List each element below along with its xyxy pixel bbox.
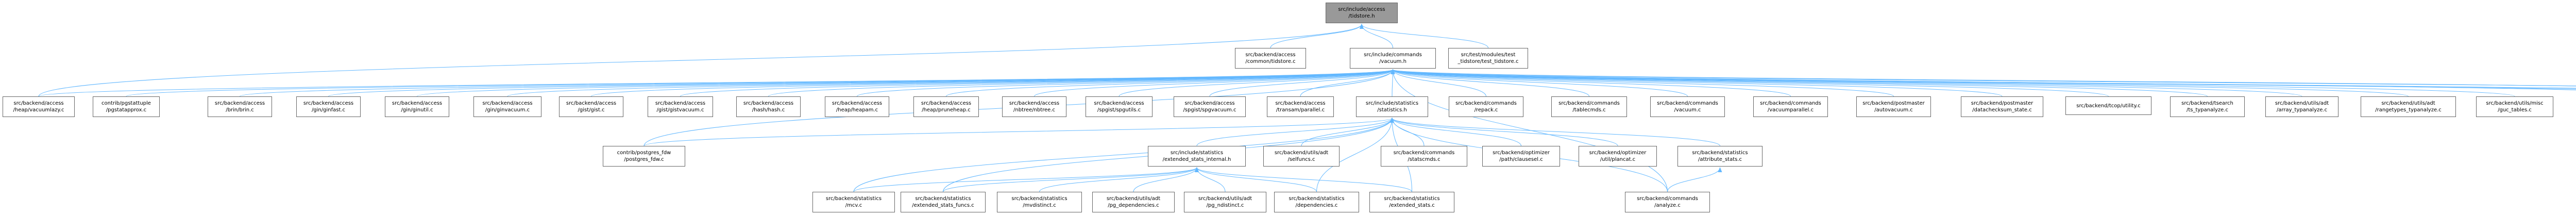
- graph-node-attribute-stats[interactable]: src/backend/statistics /attribute_stats.…: [1677, 146, 1762, 167]
- graph-node-extended-stats-funcs[interactable]: src/backend/statistics /extended_stats_f…: [901, 192, 986, 212]
- edge-extended_stats-to-ext_internal_h: [1195, 167, 1412, 192]
- graph-node-statscmds[interactable]: src/backend/commands /statscmds.c: [1381, 146, 1467, 167]
- edge-blvacuum-to-vacuum_h: [1391, 69, 2576, 89]
- graph-node-ginvacuum[interactable]: src/backend/access /gin/ginvacuum.c: [473, 96, 541, 117]
- edge-pruneheap-to-vacuum_h: [946, 69, 1395, 97]
- graph-node-ginfast[interactable]: src/backend/access /gin/ginfast.c: [296, 96, 361, 117]
- edge-pg_dependencies-to-ext_internal_h: [1133, 167, 1199, 192]
- graph-node-rangetypes-typanalyze[interactable]: src/backend/utils/adt /rangetypes_typana…: [2361, 96, 2456, 117]
- graph-node-pg-dependencies[interactable]: src/backend/utils/adt /pg_dependencies.c: [1092, 192, 1175, 212]
- edge-rangetypes_typanalyze-to-vacuum_h: [1391, 69, 2409, 97]
- graph-node-tidstore-c[interactable]: src/backend/access /common/tidstore.c: [1235, 48, 1306, 69]
- graph-node-pgstatapprox[interactable]: contrib/pgstattuple /pgstatapprox.c: [93, 96, 160, 117]
- graph-node-test-tidstore[interactable]: src/test/modules/test _tidstore/test_tid…: [1448, 48, 1528, 69]
- graph-node-ext-internal-h[interactable]: src/include/statistics /extended_stats_i…: [1148, 146, 1246, 167]
- graph-node-plancat[interactable]: src/backend/optimizer /util/plancat.c: [1579, 146, 1657, 167]
- edge-utility-to-vacuum_h: [1391, 69, 2109, 97]
- edge-mvdistinct-to-ext_internal_h: [1039, 167, 1199, 192]
- edge-hash-to-vacuum_h: [768, 69, 1395, 97]
- graph-node-gist[interactable]: src/backend/access /gist/gist.c: [559, 96, 623, 117]
- edge-file_fdw-to-vacuum_h: [1391, 69, 2576, 87]
- graph-node-vacuumparallel[interactable]: src/backend/commands /vacuumparallel.c: [1753, 96, 1828, 117]
- edge-statistics_h-to-vacuum_h: [1391, 69, 1395, 97]
- graph-node-autovacuum[interactable]: src/backend/postmaster /autovacuum.c: [1856, 96, 1931, 117]
- edge-spgvacuum-to-vacuum_h: [1209, 69, 1395, 97]
- graph-node-postgres-fdw[interactable]: contrib/postgres_fdw /postgres_fdw.c: [603, 146, 685, 167]
- graph-node-vacuum-c[interactable]: src/backend/commands /vacuum.c: [1650, 96, 1725, 117]
- graph-node-nbtree[interactable]: src/backend/access /nbtree/nbtree.c: [1002, 96, 1066, 117]
- edge-vacuum_c-to-vacuum_h: [1391, 69, 1688, 97]
- graph-node-utility[interactable]: src/backend/tcop/utility.c: [2065, 96, 2151, 115]
- edge-autovacuum-to-vacuum_h: [1391, 69, 1894, 97]
- graph-node-guc-tables[interactable]: src/backend/utils/misc /guc_tables.c: [2476, 96, 2553, 117]
- graph-node-spgutils[interactable]: src/backend/access /spgist/spgutils.c: [1086, 96, 1153, 117]
- graph-node-tablecmds[interactable]: src/backend/commands /tablecmds.c: [1551, 96, 1627, 117]
- edge-ts_typanalyze-to-vacuum_h: [1391, 69, 2208, 97]
- edge-clausesel-to-statistics_h: [1390, 118, 1521, 146]
- graph-node-clausesel[interactable]: src/backend/optimizer /path/clausesel.c: [1482, 146, 1560, 167]
- graph-node-array-typanalyze[interactable]: src/backend/utils/adt /array_typanalyze.…: [2265, 96, 2338, 117]
- graph-node-brin[interactable]: src/backend/access /brin/brin.c: [208, 96, 272, 117]
- edge-gist-to-vacuum_h: [591, 69, 1395, 97]
- edge-tidstore_c-to-root: [1270, 24, 1364, 48]
- edge-dependencies-to-ext_internal_h: [1195, 167, 1317, 192]
- graph-node-spgvacuum[interactable]: src/backend/access /spgist/spgvacuum.c: [1174, 96, 1246, 117]
- edge-datachecksum-to-vacuum_h: [1391, 69, 2003, 97]
- edge-heapam-to-vacuum_h: [857, 69, 1395, 97]
- edge-test_custom_types-to-vacuum_h: [1391, 69, 2576, 87]
- graph-node-hash[interactable]: src/backend/access /hash/hash.c: [736, 96, 801, 117]
- graph-node-selfuncs[interactable]: src/backend/utils/adt /selfuncs.c: [1263, 146, 1340, 167]
- edge-mcv-to-ext_internal_h: [853, 167, 1199, 192]
- edge-analyze-to-attribute_stats: [1667, 167, 1722, 192]
- edge-array_typanalyze-to-vacuum_h: [1391, 69, 2302, 97]
- graph-node-parallel[interactable]: src/backend/access /transam/parallel.c: [1267, 96, 1334, 117]
- edge-gistvacuum-to-vacuum_h: [680, 69, 1395, 97]
- edge-attribute_stats-to-statistics_h: [1390, 118, 1720, 146]
- graph-node-gistvacuum[interactable]: src/backend/access /gist/gistvacuum.c: [648, 96, 713, 117]
- edge-ginvacuum-to-vacuum_h: [507, 69, 1395, 97]
- graph-node-statistics-h[interactable]: src/include/statistics /statistics.h: [1356, 96, 1428, 117]
- graph-node-repack[interactable]: src/backend/commands /repack.c: [1449, 96, 1523, 117]
- edge-ext_internal_h-to-statistics_h: [1196, 118, 1394, 146]
- graph-node-vacuumlazy[interactable]: src/backend/access /heap/vacuumlazy.c: [3, 96, 75, 117]
- edge-plancat-to-statistics_h: [1390, 118, 1618, 146]
- graph-node-analyze[interactable]: src/backend/commands /analyze.c: [1625, 192, 1710, 212]
- edge-vacuumparallel-to-vacuum_h: [1391, 69, 1791, 97]
- graph-node-pruneheap[interactable]: src/backend/access /heap/pruneheap.c: [913, 96, 979, 117]
- graph-node-pg-ndistinct[interactable]: src/backend/utils/adt /pg_ndistinct.c: [1184, 192, 1266, 212]
- edge-tablecmds-to-vacuum_h: [1391, 69, 1589, 97]
- edge-nbtree-to-vacuum_h: [1034, 69, 1395, 97]
- edge-parallel-to-vacuum_h: [1300, 69, 1395, 97]
- graph-node-heapam[interactable]: src/backend/access /heap/heapam.c: [825, 96, 889, 117]
- graph-node-mvdistinct[interactable]: src/backend/statistics /mvdistinct.c: [997, 192, 1082, 212]
- graph-node-ginutil[interactable]: src/backend/access /gin/ginutil.c: [385, 96, 449, 117]
- edge-extended_stats_funcs-to-ext_internal_h: [943, 167, 1199, 192]
- edge-test_tidstore-to-root: [1360, 24, 1488, 48]
- graph-node-mcv[interactable]: src/backend/statistics /mcv.c: [812, 192, 895, 212]
- graph-node-extended-stats[interactable]: src/backend/statistics /extended_stats.c: [1369, 192, 1454, 212]
- edge-spgutils-to-vacuum_h: [1118, 69, 1395, 97]
- edge-guc_tables-to-vacuum_h: [1391, 69, 2515, 97]
- edge-selfuncs-to-statistics_h: [1301, 118, 1394, 146]
- edge-repack-to-vacuum_h: [1391, 69, 1486, 97]
- graph-node-dependencies[interactable]: src/backend/statistics /dependencies.c: [1274, 192, 1359, 212]
- edge-vacuumlazy-to-root: [38, 24, 1364, 97]
- edge-dependencies-to-statistics_h: [1316, 118, 1394, 192]
- edge-mcv-to-statistics_h: [853, 118, 1394, 192]
- graph-node-vacuum-h[interactable]: src/include/commands /vacuum.h: [1350, 48, 1436, 69]
- graph-node-datachecksum[interactable]: src/backend/postmaster /datachecksum_sta…: [1961, 96, 2043, 117]
- root-node[interactable]: src/include/access /tidstore.h: [1326, 3, 1398, 23]
- graph-node-ts-typanalyze[interactable]: src/backend/tsearch /ts_typanalyze.c: [2170, 96, 2245, 117]
- edge-postgres_fdw-to-statistics_h: [643, 118, 1394, 146]
